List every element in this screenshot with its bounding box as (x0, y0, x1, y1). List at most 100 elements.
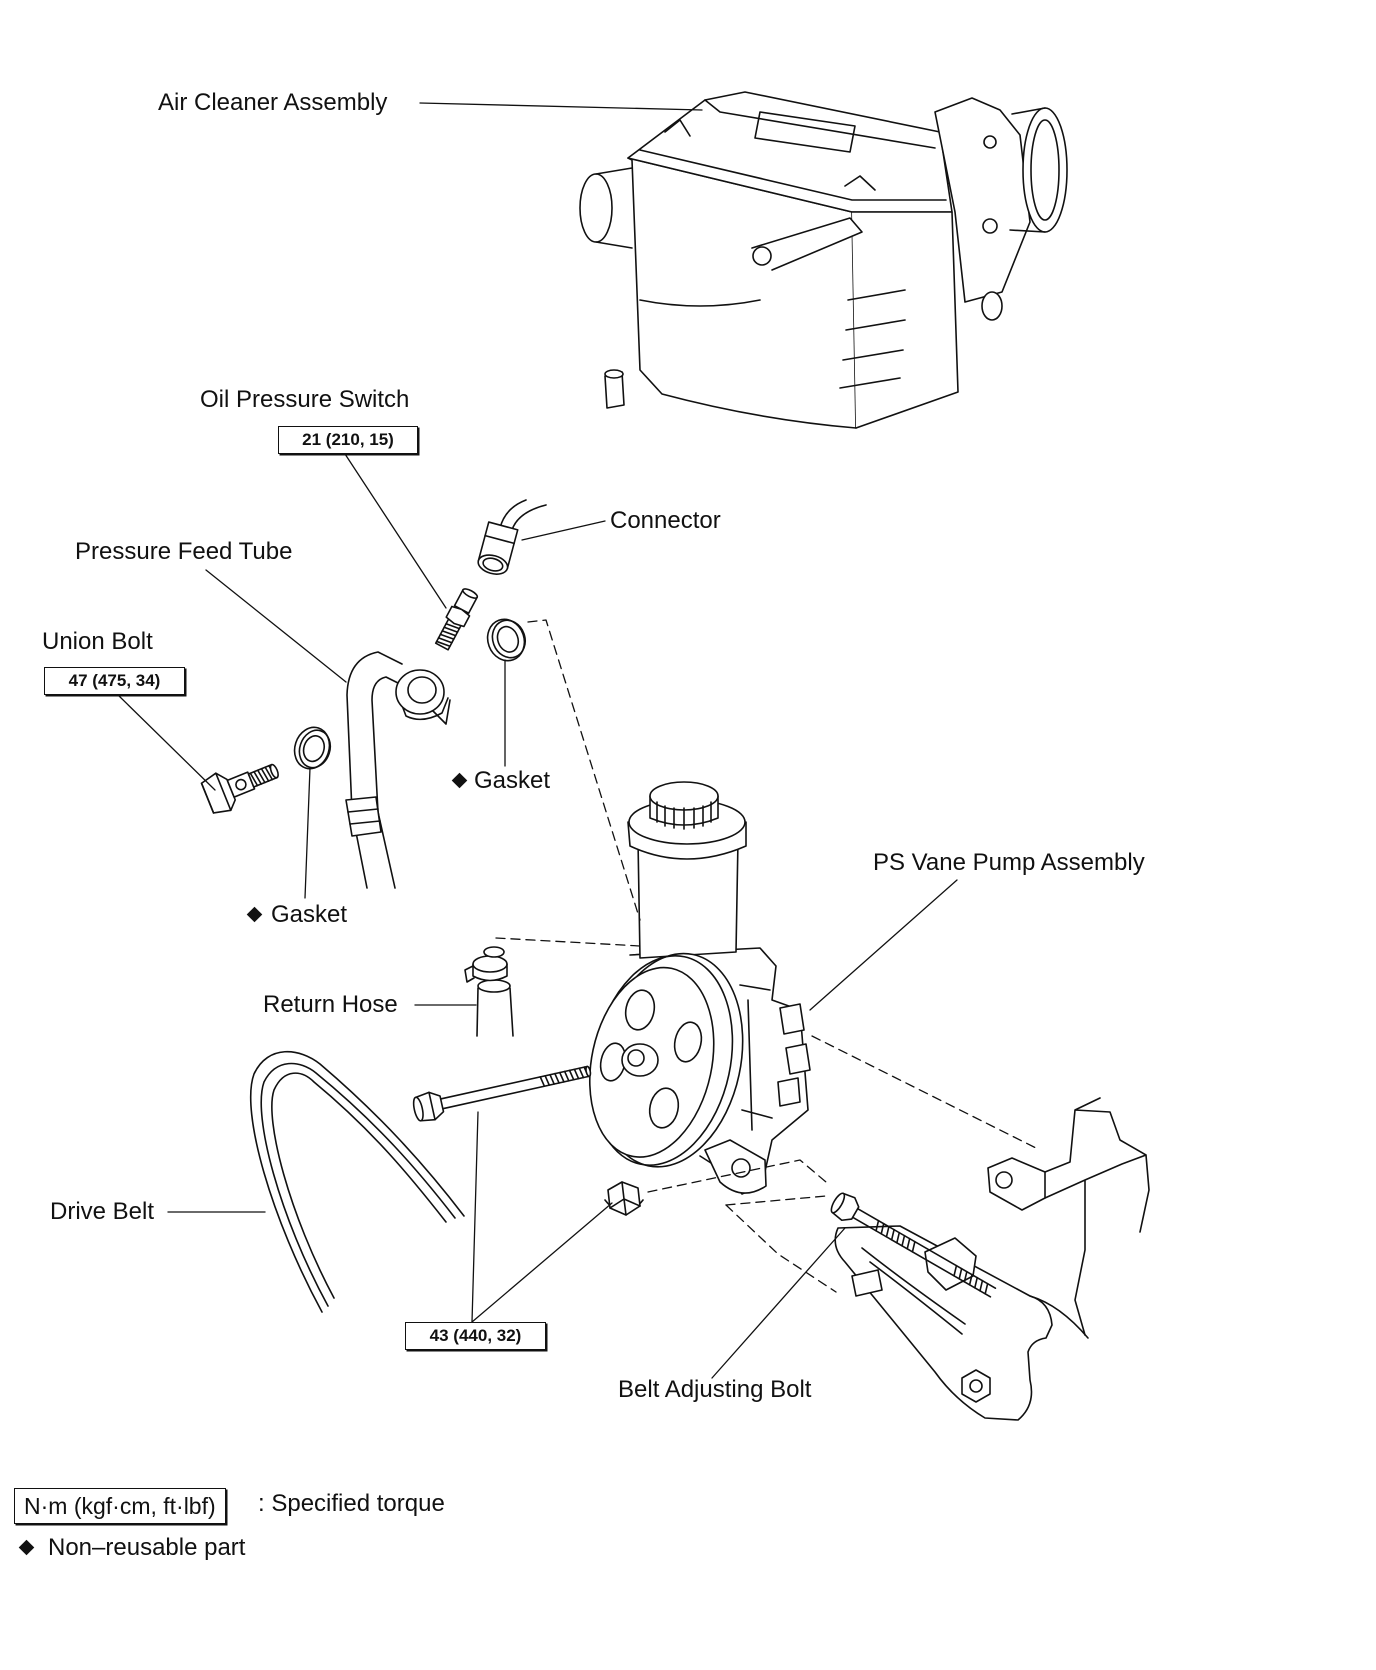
union-bolt-part (200, 751, 285, 816)
leader-torque-pump-bolt (472, 1112, 478, 1322)
pump-outlet-upper (780, 1004, 804, 1034)
adjusting-bolt-hex-face (970, 1380, 982, 1392)
gasket-lower-part (289, 723, 335, 774)
feed-tube-flare-nut (346, 797, 381, 836)
nut-facets (610, 1182, 640, 1215)
connector-socket-inner (482, 556, 504, 573)
label-gasket-upper: Gasket (474, 767, 551, 794)
gasket-upper-outer (482, 614, 530, 666)
air-cleaner-clips (665, 120, 875, 190)
through-bolt-tip (585, 1066, 591, 1077)
air-cleaner-outlet-duct (1023, 108, 1067, 232)
adjusting-bracket-slot (862, 1248, 965, 1334)
air-cleaner-bracket-arm (752, 218, 862, 270)
adjusting-bolt-hex (962, 1370, 990, 1402)
adjusting-bracket-plate (835, 1226, 1052, 1420)
torque-pump-bolts: 43 (440, 32) (405, 1322, 546, 1350)
label-pressure-feed-tube: Pressure Feed Tube (75, 538, 293, 565)
leader-ps-vane-pump (810, 880, 957, 1010)
engine-bracket-outline (1045, 1098, 1149, 1335)
engine-bracket (988, 1098, 1149, 1335)
pump-outlet-middle (786, 1044, 810, 1074)
union-bolt-oil-hole (234, 778, 247, 791)
dash-hose-to-pump (496, 938, 640, 946)
leader-union-bolt (117, 694, 215, 790)
belt-adjusting-bolt-part (828, 1190, 999, 1304)
air-cleaner-assembly (580, 92, 1067, 428)
belt-outer-edge (251, 1052, 464, 1312)
connector-ring (485, 536, 514, 544)
pump-housing-ribs (740, 985, 772, 1130)
feed-tube-inner-wall (372, 677, 400, 888)
dash-bracket-outline (726, 1205, 836, 1292)
leader-oil-pressure-switch (345, 454, 446, 608)
feed-tube-outer-wall (347, 652, 402, 888)
gasket-upper-inner (494, 624, 522, 655)
hose-clamp-tab (465, 966, 474, 982)
air-inlet-tube-end (580, 174, 612, 242)
air-cleaner-outlet-housing (935, 98, 1030, 302)
feed-tube-banjo-hole (408, 677, 436, 703)
adjusting-bracket-edge (1030, 1296, 1088, 1338)
air-cleaner-ribs (640, 290, 905, 388)
feed-tube-flare-nut-lines (348, 809, 380, 824)
return-hose-end (478, 980, 510, 992)
hose-fitting-top (484, 947, 504, 957)
pump-mounting-ear (705, 1140, 766, 1193)
air-cleaner-outlet-duct-inner (1031, 120, 1059, 220)
belt-inner-edge (272, 1073, 446, 1298)
gasket-upper-part (482, 614, 531, 666)
air-cleaner-outlet-edges (1010, 108, 1045, 232)
air-inlet-tube (596, 168, 632, 248)
pump-through-bolt (411, 1057, 593, 1123)
gasket-lower-inner (300, 733, 327, 764)
label-belt-adjusting-bolt: Belt Adjusting Bolt (618, 1376, 812, 1403)
engine-bracket-hole (996, 1172, 1012, 1188)
legend-torque-description: : Specified torque (258, 1490, 445, 1517)
air-cleaner-bolt-upper (984, 136, 996, 148)
leader-air-cleaner (420, 103, 702, 110)
pump-mounting-hole (732, 1159, 750, 1177)
label-return-hose: Return Hose (263, 991, 398, 1018)
drive-belt-part (251, 1052, 464, 1312)
label-drive-belt: Drive Belt (50, 1198, 155, 1225)
dash-pump-to-bracket (812, 1036, 1040, 1150)
through-bolt-head-facet (429, 1092, 435, 1119)
label-gasket-lower: Gasket (271, 901, 348, 928)
pressure-feed-tube-part (346, 652, 450, 888)
return-hose-part (465, 947, 513, 1036)
pump-nut (605, 1182, 643, 1215)
through-bolt-shank (441, 1066, 590, 1108)
adjusting-bolt-head-face (829, 1191, 847, 1214)
reservoir-cap-ridges (657, 802, 711, 829)
through-bolt-threads (540, 1067, 588, 1087)
label-connector: Connector (610, 507, 721, 534)
switch-hex (445, 605, 470, 629)
leader-belt-adjusting-bolt (712, 1228, 845, 1378)
ps-vane-pump-part (573, 782, 810, 1194)
adjusting-bolt-threads (873, 1221, 990, 1294)
reservoir-cap-top (650, 782, 718, 810)
through-bolt-head-face (412, 1096, 425, 1121)
connector-part (476, 500, 546, 577)
union-bolt-thread-lines (250, 765, 276, 786)
switch-terminal (462, 587, 479, 600)
dash-gasket-to-pump (528, 620, 640, 920)
pulley-hole-top (622, 988, 658, 1033)
pulley-shaft (628, 1050, 644, 1066)
air-cleaner-bottom-bolt-head (605, 370, 623, 378)
adjusting-stud (852, 1270, 882, 1296)
label-air-cleaner-assembly: Air Cleaner Assembly (158, 89, 388, 116)
belt-middle-edge (261, 1063, 455, 1306)
connector-body (476, 522, 518, 577)
label-ps-vane-pump-assembly: PS Vane Pump Assembly (873, 849, 1145, 876)
connector-wires (500, 500, 546, 530)
legend-non-reusable-part: Non–reusable part (48, 1534, 246, 1561)
air-cleaner-lid-rim (640, 100, 946, 200)
pulley-hole-right (671, 1020, 705, 1065)
air-cleaner-front-face (628, 158, 856, 428)
assembly-dashed-lines (496, 620, 1040, 1292)
engine-bracket-ear (988, 1158, 1045, 1210)
hose-clamp-top (473, 956, 507, 972)
